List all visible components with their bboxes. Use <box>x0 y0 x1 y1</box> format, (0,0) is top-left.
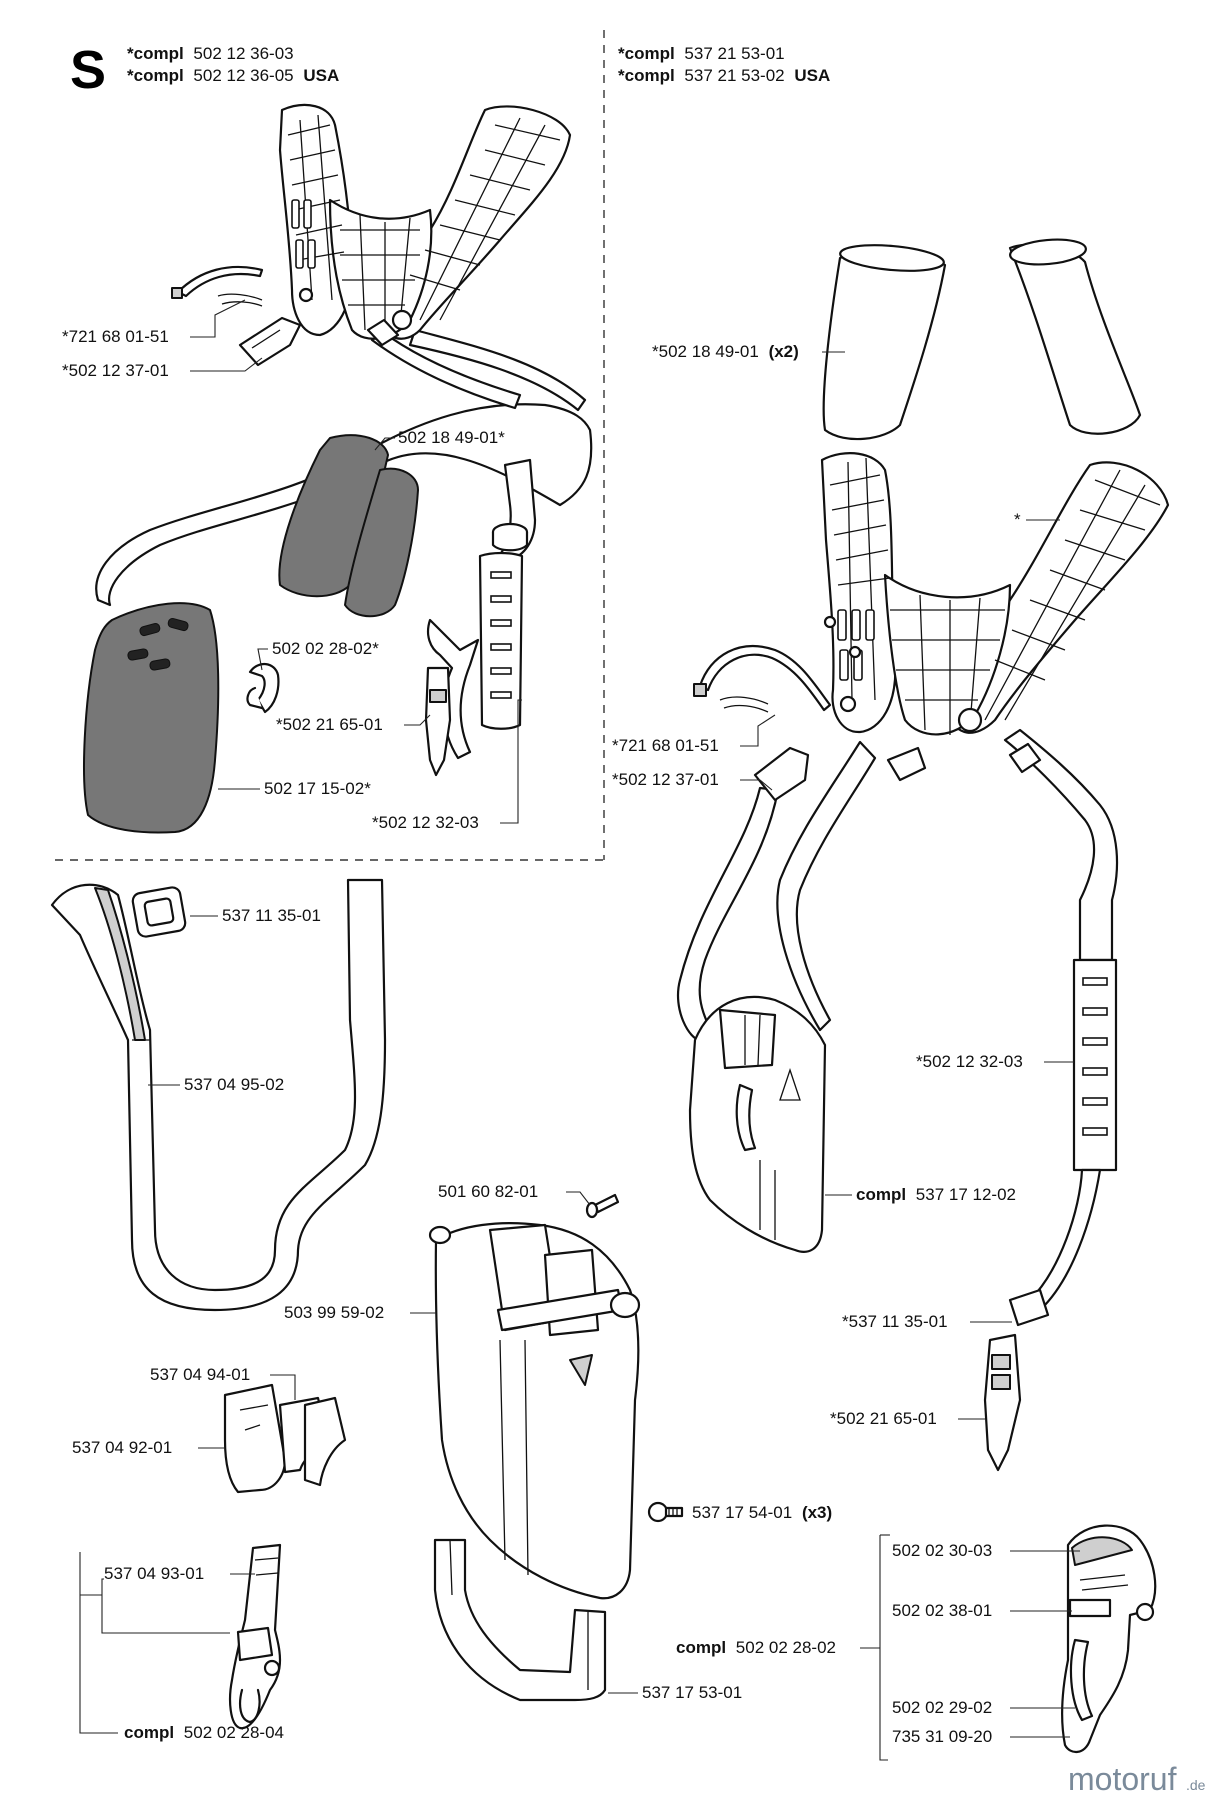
label-top-left-pads: 502 18 49-01* <box>398 428 505 447</box>
top-left-hook-drawing <box>246 663 280 714</box>
header-right: *compl 537 21 53-01 *compl 537 21 53-02 … <box>618 44 830 85</box>
label-top-left-buckle: *502 12 37-01 <box>62 361 169 380</box>
section-letter: S <box>70 40 106 100</box>
bottom-left-slider-drawing <box>131 886 187 938</box>
top-left-slider-drawing <box>491 522 529 552</box>
header-left-line1-prefix: *compl <box>127 44 184 63</box>
bottom-left-clips-drawing <box>223 1383 347 1494</box>
header-left-line1-number: 502 12 36-03 <box>193 44 293 63</box>
svg-text:*compl 537 21 53-02: *compl 537 21 53-02 USA <box>618 66 830 85</box>
label-top-right-harness: * <box>1014 510 1021 529</box>
header-right-line2-prefix: *compl <box>618 66 675 85</box>
svg-text:*compl 502 12 36-05: *compl 502 12 36-05 USA <box>127 66 339 85</box>
top-left-labels: *721 68 01-51 *502 12 37-01 502 18 49-01… <box>62 299 522 832</box>
top-right-slider-drawing <box>1008 1288 1050 1327</box>
label-bottom-left-strap: 537 04 95-02 <box>184 1075 284 1094</box>
bottom-left-strap-drawing <box>50 878 387 1312</box>
label-bottom-right-part1: 502 02 30-03 <box>892 1541 992 1560</box>
label-top-left-hip-pad: 502 17 15-02* <box>264 779 371 798</box>
label-top-right-slider: *537 11 35-01 <box>842 1312 948 1331</box>
svg-text:*502 18 49-01 (x2): *502 18 49-01 (x2) <box>652 342 799 361</box>
bottom-left-screw-drawing <box>647 1501 684 1523</box>
section-dividers <box>55 30 605 861</box>
watermark-main: motoruf <box>1068 1761 1177 1797</box>
bottom-left-hook-drawing <box>229 1543 282 1730</box>
header-right-line2-suffix: USA <box>794 66 830 85</box>
header-left: *compl 502 12 36-03 *compl 502 12 36-05 … <box>127 44 339 85</box>
label-bottom-right-hook-compl-number: 502 02 28-02 <box>736 1638 836 1657</box>
label-bottom-left-screw-qty: (x3) <box>802 1503 832 1522</box>
top-left-clip-drawing <box>424 666 452 777</box>
top-right-harness-drawing <box>677 452 1170 1042</box>
watermark-tld: .de <box>1186 1777 1206 1793</box>
top-right-clip-drawing <box>983 1333 1022 1472</box>
label-bottom-right-hook-compl-prefix: compl <box>676 1638 726 1657</box>
label-top-right-belt-strap: *502 12 32-03 <box>916 1052 1023 1071</box>
header-left-line2-suffix: USA <box>303 66 339 85</box>
watermark: motoruf .de <box>1068 1761 1206 1797</box>
top-right-belt-strap-drawing <box>1028 958 1118 1312</box>
bottom-right-hook-drawing <box>1061 1524 1157 1753</box>
svg-text:compl 502 02 28-04: compl 502 02 28-04 <box>124 1723 284 1742</box>
label-top-left-pin: *721 68 01-51 <box>62 327 169 346</box>
label-top-right-pads: *502 18 49-01 <box>652 342 759 361</box>
top-left-harness-drawing <box>95 103 593 607</box>
bottom-left-hip-plate-drawing <box>428 1222 641 1600</box>
top-left-belt-strap-drawing <box>426 551 524 760</box>
label-top-right-pads-qty: (x2) <box>769 342 799 361</box>
label-bottom-left-clip-b: 537 04 92-01 <box>72 1438 172 1457</box>
label-top-right-clip: *502 21 65-01 <box>830 1409 937 1428</box>
label-bottom-left-hip-plate: 503 99 59-02 <box>284 1303 384 1322</box>
label-top-left-hook: 502 02 28-02* <box>272 639 379 658</box>
svg-text:compl 502 02 28-02: compl 502 02 28-02 <box>676 1638 836 1657</box>
top-right-hip-plate-drawing <box>688 995 827 1253</box>
label-bottom-left-clip-a: 537 04 94-01 <box>150 1365 250 1384</box>
label-top-right-pin: *721 68 01-51 <box>612 736 719 755</box>
header-left-line2-prefix: *compl <box>127 66 184 85</box>
header-left-line2-number: 502 12 36-05 <box>193 66 293 85</box>
svg-text:*compl 502 12 36-03: *compl 502 12 36-03 <box>127 44 294 63</box>
svg-text:compl 537 17 12-02: compl 537 17 12-02 <box>856 1185 1016 1204</box>
label-bottom-left-hook-compl-prefix: compl <box>124 1723 174 1742</box>
label-bottom-left-bracket: 537 17 53-01 <box>642 1683 742 1702</box>
label-bottom-left-rivet: 501 60 82-01 <box>438 1182 538 1201</box>
label-bottom-left-slider: 537 11 35-01 <box>222 906 321 925</box>
header-right-line1-prefix: *compl <box>618 44 675 63</box>
svg-text:537 17 54-01 (x3): 537 17 54-01 (x3) <box>692 1503 832 1522</box>
top-left-hip-pad-drawing <box>83 602 220 834</box>
label-top-right-hip-plate-prefix: compl <box>856 1185 906 1204</box>
bottom-left-bracket-drawing <box>433 1538 607 1702</box>
label-bottom-right-part3: 502 02 29-02 <box>892 1698 992 1717</box>
header-right-line1-number: 537 21 53-01 <box>684 44 784 63</box>
label-bottom-right-part2: 502 02 38-01 <box>892 1601 992 1620</box>
top-right-pads-drawing <box>822 238 1142 441</box>
label-top-right-buckle: *502 12 37-01 <box>612 770 719 789</box>
top-right-labels: *502 18 49-01 (x2) * *721 68 01-51 *502 … <box>612 342 1074 1428</box>
svg-text:*compl 537 21 53-01: *compl 537 21 53-01 <box>618 44 785 63</box>
label-top-left-belt-strap: *502 12 32-03 <box>372 813 479 832</box>
bottom-left-rivet-drawing <box>585 1193 620 1219</box>
label-top-right-hip-plate-number: 537 17 12-02 <box>916 1185 1016 1204</box>
top-left-pads-drawing <box>278 434 419 618</box>
bottom-right-labels: 502 02 30-03 502 02 38-01 compl 502 02 2… <box>676 1534 1080 1761</box>
label-bottom-right-part4: 735 31 09-20 <box>892 1727 992 1746</box>
label-bottom-left-screw: 537 17 54-01 <box>692 1503 792 1522</box>
label-top-left-clip: *502 21 65-01 <box>276 715 383 734</box>
header-right-line2-number: 537 21 53-02 <box>684 66 784 85</box>
label-bottom-left-hook-part: 537 04 93-01 <box>104 1564 204 1583</box>
bottom-left-labels: 537 11 35-01 537 04 95-02 501 60 82-01 5… <box>72 906 832 1742</box>
label-bottom-left-hook-compl-number: 502 02 28-04 <box>184 1723 284 1742</box>
